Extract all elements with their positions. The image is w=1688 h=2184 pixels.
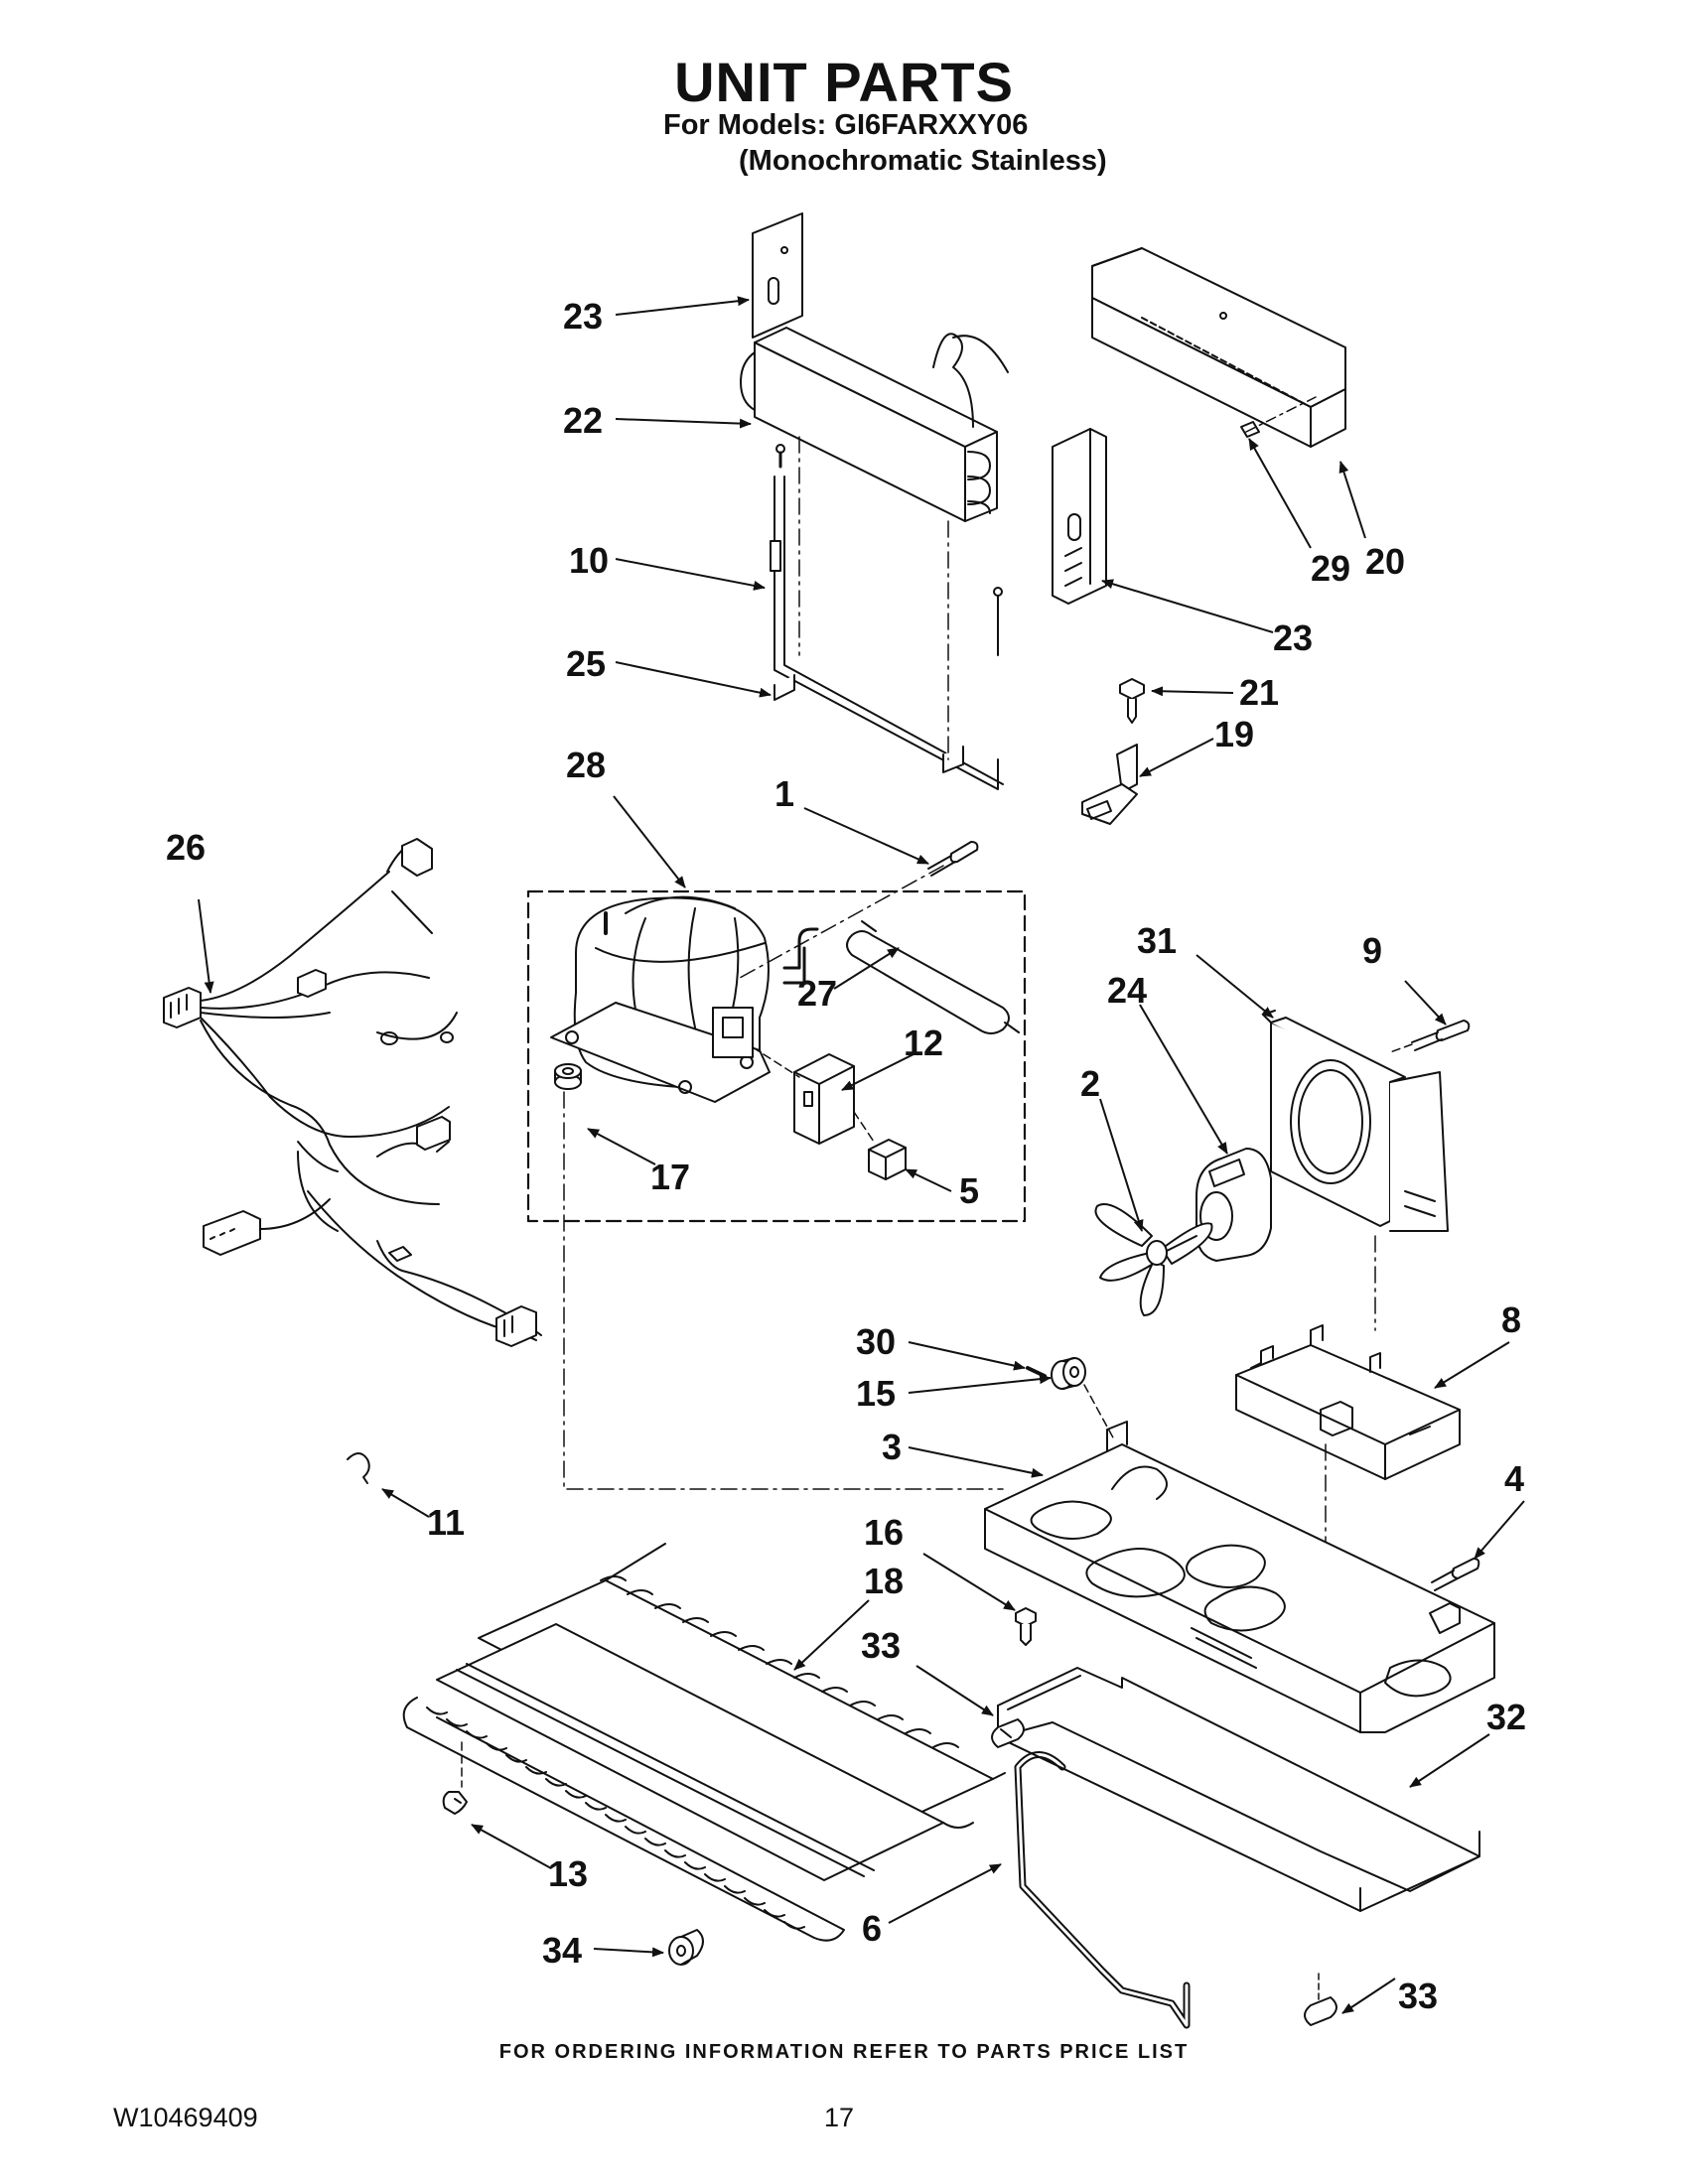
condenser-clip [442,1791,468,1815]
clip-11 [347,1452,370,1484]
callout-10: 10 [569,540,609,581]
model-variant: (Monochromatic Stainless) [739,145,1107,177]
start-relay [793,1053,855,1145]
rubber-foot-33b [1304,1970,1337,2026]
callout-28: 28 [566,745,606,785]
callout-9: 9 [1362,930,1382,971]
fan-shroud-base [1235,1324,1461,1480]
drain-tube [1014,1751,1191,2029]
screw-1 [927,841,979,877]
compartment-base [984,1421,1495,1733]
callout-20: 20 [1365,541,1405,582]
condenser [402,1543,1006,1942]
callout-25: 25 [566,643,606,684]
wiring-harness [163,838,542,1347]
callout-21: 21 [1239,672,1279,713]
callout-15: 15 [856,1373,896,1414]
callout-19: 19 [1214,714,1254,754]
grommet-34 [668,1929,704,1966]
callout-12: 12 [904,1023,943,1063]
drain-tube-inner [1016,1753,1189,2027]
rubber-foot-33a [991,1718,1025,1748]
callout-27: 27 [797,973,837,1014]
compressor [550,895,819,1103]
callout-24: 24 [1107,970,1147,1011]
callout-32: 32 [1486,1697,1526,1737]
callout-31: 31 [1137,920,1177,961]
grommet-17 [554,1063,582,1090]
callout-6: 6 [862,1908,882,1949]
defrost-heater [770,444,1004,790]
screw-9 [1411,1020,1471,1051]
model-number: For Models: GI6FARXXY06 [663,109,1029,141]
evaporator-right-bracket [1052,428,1107,605]
callout-33-upper: 33 [861,1625,901,1666]
callout-33-lower: 33 [1398,1976,1438,2016]
callout-26: 26 [166,827,206,868]
fan-blade [1094,1203,1213,1316]
compressor-kit-box [526,889,1027,1223]
callout-13: 13 [548,1853,588,1894]
screw-4 [1431,1558,1480,1591]
grommet-15 [1051,1357,1086,1390]
callout-34: 34 [542,1930,582,1971]
callout-3: 3 [882,1427,902,1467]
callout-1: 1 [774,773,794,814]
screw-21 [1119,678,1145,724]
callout-23-upper: 23 [563,296,603,337]
pin-30 [1026,1366,1047,1378]
callout-18: 18 [864,1561,904,1601]
callout-22: 22 [563,400,603,441]
callout-30: 30 [856,1321,896,1362]
callout-11: 11 [427,1502,465,1543]
callout-4: 4 [1504,1458,1524,1499]
relay-cover [868,1139,907,1180]
fan-motor [1196,1148,1272,1262]
evaporator-left-bracket [752,212,803,339]
evaporator-part [740,327,1009,522]
callout-8: 8 [1501,1299,1521,1340]
fan-shroud [1262,1010,1449,1232]
callout-23-lower: 23 [1273,617,1313,658]
document-number: W10469409 [113,2103,258,2132]
screw-16 [1015,1607,1037,1646]
page-title: UNIT PARTS [674,51,1014,113]
ordering-info-note: FOR ORDERING INFORMATION REFER TO PARTS … [498,2041,1190,2063]
callout-16: 16 [864,1512,904,1553]
evaporator-cover [1091,247,1346,448]
mounting-bracket-19 [1081,744,1138,825]
filter-drier [846,920,1020,1034]
callout-5: 5 [959,1170,979,1211]
callout-17: 17 [650,1157,690,1197]
callout-2: 2 [1080,1063,1100,1104]
page-number: 17 [824,2103,855,2132]
callout-29: 29 [1311,548,1350,589]
